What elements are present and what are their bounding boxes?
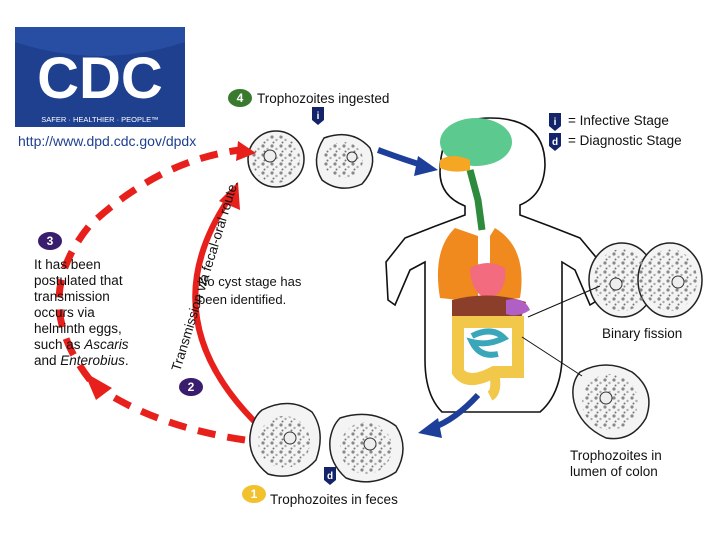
- cdc-logo: CDC SAFER · HEALTHIER · PEOPLE™: [15, 27, 185, 127]
- binary-fission-label: Binary fission: [602, 326, 682, 341]
- small-intestine-illustration: [466, 328, 510, 358]
- infective-badge-text: i: [317, 111, 320, 122]
- left-lung: [437, 228, 478, 302]
- cdc-tagline: SAFER · HEALTHIER · PEOPLE™: [41, 115, 158, 124]
- step-1-number: 1: [251, 487, 258, 501]
- cdc-logo-text: CDC: [37, 46, 163, 111]
- colon-label-line-2: lumen of colon: [570, 464, 658, 479]
- step-3: 3 It has been postulated that transmissi…: [34, 232, 129, 368]
- fecal-oral-route-arrow: [192, 182, 261, 428]
- step-1-marker: [242, 485, 266, 503]
- step-3-line-1: It has been: [34, 257, 101, 272]
- step-2-marker: [179, 378, 203, 396]
- human-body-illustration: [385, 117, 601, 413]
- colon-trophozoite-image: [572, 364, 650, 440]
- step-3-line-3: transmission: [34, 289, 110, 304]
- infective-stage-marker: [312, 107, 324, 125]
- binary-fission-pointer: [527, 285, 601, 318]
- step-4-marker: [228, 89, 252, 107]
- trophozoites-ingested-image: [247, 130, 374, 189]
- step-3-marker: [38, 232, 62, 250]
- trophozoites-in-feces-image: [249, 402, 404, 483]
- step-2: 2: [179, 378, 203, 396]
- brain-illustration: [440, 118, 512, 166]
- step-3-line-2: postulated that: [34, 273, 123, 288]
- step-4-label: Trophozoites ingested: [257, 91, 389, 106]
- heart-illustration: [470, 263, 506, 300]
- diagnostic-badge-text: d: [327, 471, 333, 482]
- step-1: 1 Trophozoites in feces: [242, 485, 398, 507]
- legend-diagnostic-label: = Diagnostic Stage: [568, 133, 682, 148]
- step-3-line-4: occurs via: [34, 305, 95, 320]
- ingestion-arrow: [376, 147, 438, 176]
- mouth-illustration: [440, 156, 470, 172]
- step-2-number: 2: [188, 380, 195, 394]
- legend-infective-label: = Infective Stage: [568, 113, 669, 128]
- colon-pointer: [521, 336, 583, 377]
- esophagus-illustration: [466, 169, 486, 231]
- binary-fission-image: [588, 242, 703, 318]
- legend-diagnostic-badge: d: [552, 137, 558, 148]
- step-1-label: Trophozoites in feces: [270, 492, 398, 507]
- step-4-number: 4: [237, 91, 244, 105]
- center-note-line-2: been identified.: [198, 292, 286, 307]
- step-3-line-7: and Enterobius.: [34, 353, 129, 368]
- step-3-line-6: such as Ascaris: [34, 337, 129, 352]
- diagnostic-stage-marker: [324, 467, 336, 485]
- excretion-arrow: [418, 392, 481, 438]
- colon-label-line-1: Trophozoites in: [570, 448, 662, 463]
- legend: i = Infective Stage d = Diagnostic Stage: [549, 113, 682, 151]
- step-3-number: 3: [47, 234, 54, 248]
- step-4: 4 Trophozoites ingested i: [228, 89, 389, 125]
- legend-infective-badge: i: [554, 117, 557, 128]
- colon-illustration: [452, 316, 524, 385]
- center-note-line-1: No cyst stage has: [198, 274, 302, 289]
- stomach-illustration: [506, 299, 530, 316]
- step-3-line-5: helminth eggs,: [34, 321, 122, 336]
- source-url[interactable]: http://www.dpd.cdc.gov/dpdx: [18, 133, 196, 149]
- dashed-transmission-arrow: [55, 141, 256, 444]
